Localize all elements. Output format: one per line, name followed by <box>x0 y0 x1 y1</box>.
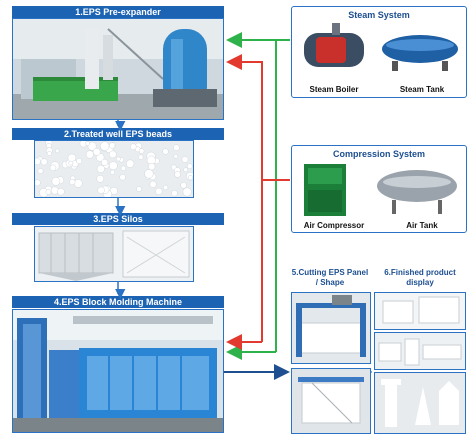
eps-bead <box>138 154 144 160</box>
air-tank-label: Air Tank <box>406 221 438 230</box>
eps-bead <box>162 184 169 191</box>
eps-decorations-illustration <box>375 373 465 433</box>
shape-cutter-illustration <box>292 369 370 433</box>
eps-bead <box>35 179 41 187</box>
eps-bead <box>49 164 57 172</box>
steam-boiler-label: Steam Boiler <box>309 85 359 94</box>
eps-bead <box>115 156 121 162</box>
eps-bead <box>37 168 44 174</box>
air-line-up <box>226 54 263 180</box>
eps-bead <box>51 176 61 186</box>
compression-system-panel: Compression System Air Compressor Air Ta… <box>291 145 467 233</box>
step6-photo-1 <box>374 292 466 330</box>
eps-bead <box>97 186 105 194</box>
eps-bead <box>149 180 157 188</box>
step6-photo-3 <box>374 372 466 434</box>
steam-tank-label: Steam Tank <box>399 85 445 94</box>
eps-bead <box>174 171 181 178</box>
eps-bead <box>183 167 189 173</box>
eps-bead <box>155 187 163 196</box>
eps-bead <box>69 178 76 186</box>
step5-photo-top <box>291 292 371 364</box>
air-compressor-label: Air Compressor <box>303 221 365 230</box>
step3-title: 3.EPS Silos <box>12 213 224 225</box>
compression-equipment-illustration <box>304 164 457 216</box>
step4-title: 4.EPS Block Molding Machine <box>12 296 224 308</box>
eps-bead <box>40 158 48 166</box>
eps-bead <box>187 174 193 181</box>
molding-machine-illustration <box>13 310 223 432</box>
eps-bead <box>173 153 179 159</box>
eps-bead <box>101 158 109 166</box>
steam-line-trunk <box>275 39 290 352</box>
eps-bead <box>87 141 97 151</box>
eps-bead <box>96 174 105 183</box>
eps-bead <box>181 156 189 163</box>
eps-bead <box>130 143 137 150</box>
step3-photo <box>34 226 194 282</box>
eps-bead <box>186 163 193 169</box>
eps-beads-illustration <box>35 141 193 197</box>
step2-photo <box>34 140 194 198</box>
step5-photo-bottom <box>291 368 371 434</box>
eps-bead <box>138 148 145 154</box>
eps-bead <box>92 148 101 156</box>
eps-bead <box>148 162 156 171</box>
eps-bead <box>136 186 142 192</box>
silos-illustration <box>35 227 193 281</box>
eps-bead <box>144 169 154 179</box>
eps-bead <box>125 159 135 168</box>
eps-bead <box>57 187 65 196</box>
eps-bead <box>45 189 52 195</box>
steam-equipment-illustration <box>304 23 458 71</box>
eps-bead <box>171 189 178 197</box>
eps-bead <box>182 187 192 197</box>
eps-bead <box>76 157 83 165</box>
eps-bead <box>85 141 91 146</box>
eps-bead <box>108 150 117 159</box>
step6-title: 6.Finished product display <box>384 268 456 287</box>
eps-bead <box>100 141 110 151</box>
step5-title: 5.Cutting EPS Panel / Shape <box>291 268 369 287</box>
step6-photo-2 <box>374 332 466 370</box>
eps-bead <box>180 182 187 189</box>
eps-bead <box>85 150 94 159</box>
pre-expander-illustration <box>13 19 223 119</box>
steam-system-title: Steam System <box>348 10 410 20</box>
cutting-machine-illustration <box>292 293 370 363</box>
eps-bead <box>96 164 105 173</box>
eps-bead <box>35 157 41 166</box>
eps-bead <box>68 160 74 166</box>
step1-photo <box>12 18 224 120</box>
eps-bead <box>162 148 169 155</box>
eps-profiles-illustration <box>375 333 465 369</box>
eps-bead <box>120 165 127 171</box>
eps-bead <box>119 173 126 181</box>
eps-bead <box>55 148 60 154</box>
eps-blocks-illustration <box>375 293 465 329</box>
compression-system-title: Compression System <box>332 149 426 159</box>
eps-bead <box>109 169 116 175</box>
step2-title: 2.Treated well EPS beads <box>12 128 224 140</box>
step4-photo <box>12 309 224 433</box>
eps-bead <box>46 150 52 156</box>
eps-bead <box>173 144 180 151</box>
step1-title: 1.EPS Pre-expander <box>12 6 224 18</box>
steam-system-panel: Steam System Steam Boiler Steam Tank <box>291 6 467 98</box>
